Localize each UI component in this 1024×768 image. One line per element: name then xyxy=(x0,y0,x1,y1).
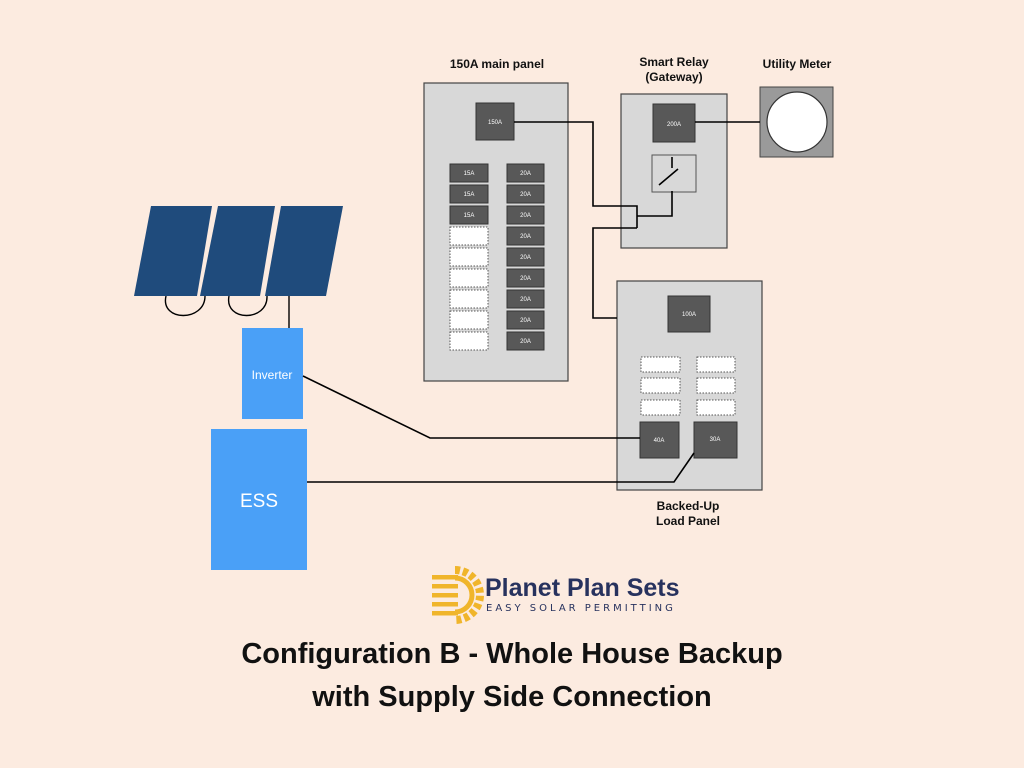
solar-panel-2 xyxy=(200,206,275,296)
main-panel-right-breaker-8 xyxy=(506,310,545,330)
backed-up-load-panel: 100A 40A 30A Backed-Up Load Panel xyxy=(616,280,763,528)
relay-breaker-label: 200A xyxy=(667,122,681,128)
main-panel-right-breaker-5-label: 20A xyxy=(520,255,531,261)
load-panel-main-breaker-label: 100A xyxy=(682,312,696,318)
main-panel-left-breaker-8 xyxy=(449,310,489,330)
solar-array xyxy=(134,206,343,330)
main-panel-left-breaker-2-label: 15A xyxy=(464,192,475,198)
wire-inverter-to-40a xyxy=(302,375,640,439)
main-panel-right-breaker-7 xyxy=(506,289,545,309)
brand-name: Planet Plan Sets xyxy=(485,574,680,602)
breaker-30a-label: 30A xyxy=(710,437,721,443)
smart-relay-label-line1: Smart Relay xyxy=(639,55,709,69)
main-breaker xyxy=(475,102,515,141)
load-panel-label-line2: Load Panel xyxy=(656,514,720,528)
main-panel-right-breaker-4-label: 20A xyxy=(520,234,531,240)
solar-wire-loop-1 xyxy=(164,295,206,317)
main-panel-right-breaker-2-label: 20A xyxy=(520,192,531,198)
main-panel-left-breaker-1-label: 15A xyxy=(464,171,475,177)
inverter-box xyxy=(242,328,303,419)
solar-panel-3 xyxy=(265,206,343,296)
breaker-40a-label: 40A xyxy=(654,438,665,444)
main-panel-right-breaker-8-label: 20A xyxy=(520,318,531,324)
main-panel-right-breaker-4 xyxy=(506,226,545,246)
load-panel-empty-slot-4 xyxy=(696,377,736,394)
sun-gear-icon xyxy=(432,566,484,624)
wire-main-to-relay xyxy=(514,121,638,228)
ess-box xyxy=(211,429,307,570)
main-panel-left-breaker-3-label: 15A xyxy=(464,213,475,219)
main-panel-right-breaker-6-label: 20A xyxy=(520,276,531,282)
main-panel-left-breaker-5 xyxy=(449,247,489,267)
main-panel-left-breaker-9 xyxy=(449,331,489,351)
relay-switch-box xyxy=(651,154,697,193)
smart-relay: Smart Relay (Gateway) 200A xyxy=(620,55,728,249)
main-panel-right-breaker-9 xyxy=(506,331,545,351)
load-panel-empty-slot-2 xyxy=(696,356,736,373)
relay-breaker xyxy=(652,103,696,143)
main-panel-left-breaker-3 xyxy=(449,205,489,225)
utility-meter: Utility Meter xyxy=(759,57,834,158)
main-panel-left-breaker-6 xyxy=(449,268,489,288)
page-title-line1: Configuration B - Whole House Backup xyxy=(241,638,783,670)
main-breaker-label: 150A xyxy=(488,120,502,126)
main-panel-right-breaker-1-label: 20A xyxy=(520,171,531,177)
main-panel-right-breakers: 20A 20A 20A 20A 20A 20A 20A 20A 20A xyxy=(506,163,545,351)
page-title-line2: with Supply Side Connection xyxy=(312,681,712,713)
main-panel-right-breaker-5 xyxy=(506,247,545,267)
main-panel-right-breaker-7-label: 20A xyxy=(520,297,531,303)
wiring xyxy=(302,121,760,483)
load-panel-empty-slot-5 xyxy=(640,399,681,416)
main-panel-left-breakers: 15A 15A 15A xyxy=(449,163,489,351)
brand-tagline: EASY SOLAR PERMITTING xyxy=(486,603,676,614)
main-panel-right-breaker-1 xyxy=(506,163,545,183)
main-panel-left-breaker-7 xyxy=(449,289,489,309)
ess-label: ESS xyxy=(240,491,278,512)
breaker-40a xyxy=(639,421,680,459)
utility-meter-dial xyxy=(766,91,828,153)
smart-relay-label-line2: (Gateway) xyxy=(645,70,702,84)
main-panel-label: 150A main panel xyxy=(450,57,544,71)
utility-meter-label: Utility Meter xyxy=(763,57,832,71)
main-panel-left-breaker-4 xyxy=(449,226,489,246)
ess: ESS xyxy=(211,429,307,570)
load-panel-main-breaker xyxy=(667,295,711,333)
main-panel-left-breaker-1 xyxy=(449,163,489,183)
main-panel-right-breaker-3-label: 20A xyxy=(520,213,531,219)
inverter: Inverter xyxy=(242,328,303,419)
load-panel-empty-slot-1 xyxy=(640,356,681,373)
brand-logo: Planet Plan Sets EASY SOLAR PERMITTING xyxy=(432,566,680,624)
solar-wire-loop-2 xyxy=(228,295,268,317)
load-panel-empty-slot-3 xyxy=(640,377,681,394)
wire-relay-switch xyxy=(637,157,673,217)
wire-relay-to-load-panel xyxy=(592,227,637,319)
main-panel-left-breaker-2 xyxy=(449,184,489,204)
load-panel-empty-slots xyxy=(640,356,736,416)
main-panel-right-breaker-6 xyxy=(506,268,545,288)
inverter-label: Inverter xyxy=(252,368,293,382)
relay-switch-contact xyxy=(658,168,679,186)
solar-panel-1 xyxy=(134,206,212,296)
main-panel-right-breaker-2 xyxy=(506,184,545,204)
load-panel-empty-slot-6 xyxy=(696,399,736,416)
main-panel-right-breaker-3 xyxy=(506,205,545,225)
wire-ess-to-30a xyxy=(307,452,695,483)
load-panel-label-line1: Backed-Up xyxy=(657,499,720,513)
main-panel-right-breaker-9-label: 20A xyxy=(520,339,531,345)
breaker-30a xyxy=(693,421,738,459)
